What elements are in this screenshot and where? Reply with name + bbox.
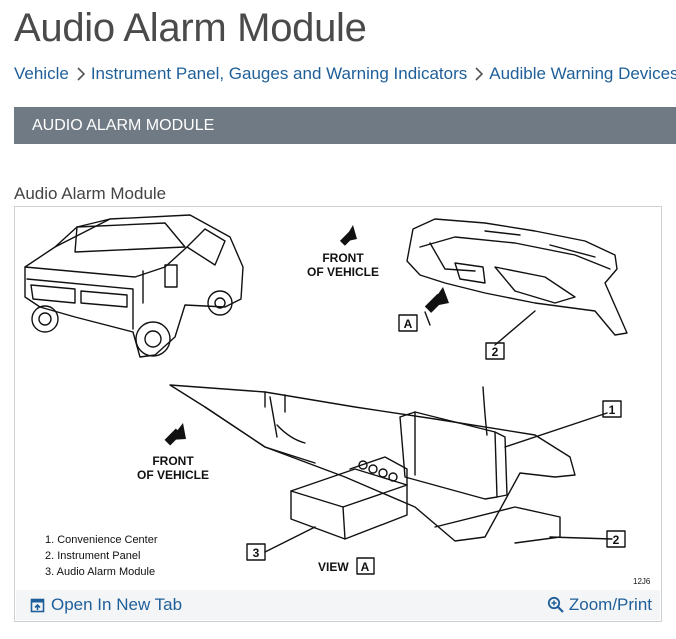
callout-a-box	[398, 314, 418, 332]
legend-item: 2. Instrument Panel	[45, 550, 140, 562]
callout-a-label: A	[404, 317, 413, 331]
view-letter: A	[361, 560, 370, 574]
leader-line	[424, 311, 431, 326]
leader-line	[504, 412, 608, 448]
view-label: VIEW	[318, 560, 349, 574]
front-of-vehicle-label-top-2: OF VEHICLE	[307, 265, 379, 279]
section-heading-bar: AUDIO ALARM MODULE	[14, 107, 676, 144]
open-in-new-tab-button[interactable]: Open In New Tab	[30, 595, 182, 615]
page-title: Audio Alarm Module	[14, 6, 367, 50]
chevron-right-icon	[470, 64, 488, 84]
leader-line	[549, 536, 613, 540]
zoom-print-button[interactable]: Zoom/Print	[547, 595, 652, 615]
legend-item: 1. Convenience Center	[45, 534, 158, 546]
vehicle-illustration	[24, 214, 244, 358]
leader-line	[264, 526, 316, 553]
open-in-new-tab-label: Open In New Tab	[51, 595, 183, 614]
open-in-new-tab-icon	[30, 598, 45, 612]
front-of-vehicle-label-bottom: FRONT	[152, 454, 194, 468]
instrument-panel-illustration	[406, 218, 628, 336]
section-heading: AUDIO ALARM MODULE	[32, 117, 215, 134]
front-of-vehicle-label-top: FRONT	[322, 251, 364, 265]
breadcrumb-item-audible-warning-devices[interactable]: Audible Warning Devices	[489, 64, 676, 83]
callout-3-box	[246, 543, 266, 561]
audio-alarm-module-diagram[interactable]: FRONT OF VEHICLE FRONT OF VEHICLE A 2 1 …	[15, 207, 661, 591]
callout-3-label: 3	[253, 546, 260, 560]
front-of-vehicle-label-bottom-2: OF VEHICLE	[137, 468, 209, 482]
view-letter-box	[356, 557, 375, 575]
legend-item: 3. Audio Alarm Module	[45, 566, 155, 578]
breadcrumb: Vehicle Instrument Panel, Gauges and War…	[14, 64, 676, 84]
chevron-right-icon	[72, 64, 90, 84]
callout-2-lower-label: 2	[613, 533, 620, 547]
zoom-print-label: Zoom/Print	[568, 595, 652, 614]
leader-line	[494, 310, 536, 346]
callout-2-box-lower	[606, 530, 626, 548]
callout-2-box	[485, 342, 505, 360]
arrow-icons	[164, 225, 449, 446]
figure-toolbar: Open In New Tab Zoom/Print	[16, 590, 660, 620]
magnifier-plus-icon	[547, 596, 564, 613]
figure-code: 12J6	[633, 577, 651, 586]
callout-2-label: 2	[492, 345, 499, 359]
breadcrumb-item-vehicle[interactable]: Vehicle	[14, 64, 69, 83]
callout-1-box	[602, 400, 622, 418]
breadcrumb-item-instrument-panel[interactable]: Instrument Panel, Gauges and Warning Ind…	[90, 64, 468, 83]
callout-1-label: 1	[609, 403, 616, 417]
figure-frame: FRONT OF VEHICLE FRONT OF VEHICLE A 2 1 …	[14, 206, 662, 622]
figure-caption: Audio Alarm Module	[14, 184, 167, 203]
audio-alarm-module-illustration	[290, 456, 408, 540]
convenience-center-illustration	[169, 384, 576, 544]
